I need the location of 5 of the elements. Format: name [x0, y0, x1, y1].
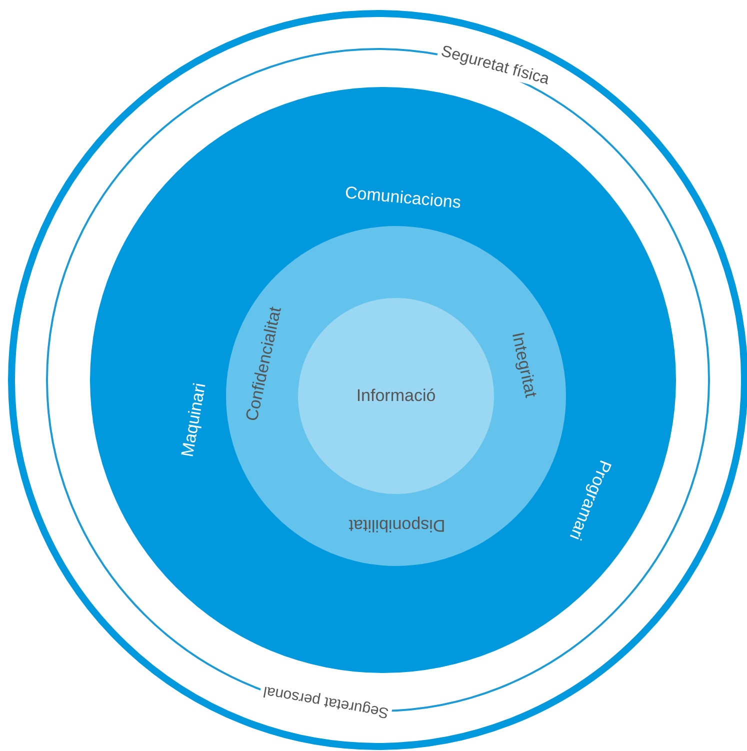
- ring-label: Disponibilitat: [348, 515, 446, 535]
- ring-label: Comunicacions: [344, 182, 462, 214]
- ring-label: Maquinari: [178, 382, 210, 458]
- ring-label: Integritat: [507, 330, 541, 400]
- center-label: Informació: [356, 386, 436, 406]
